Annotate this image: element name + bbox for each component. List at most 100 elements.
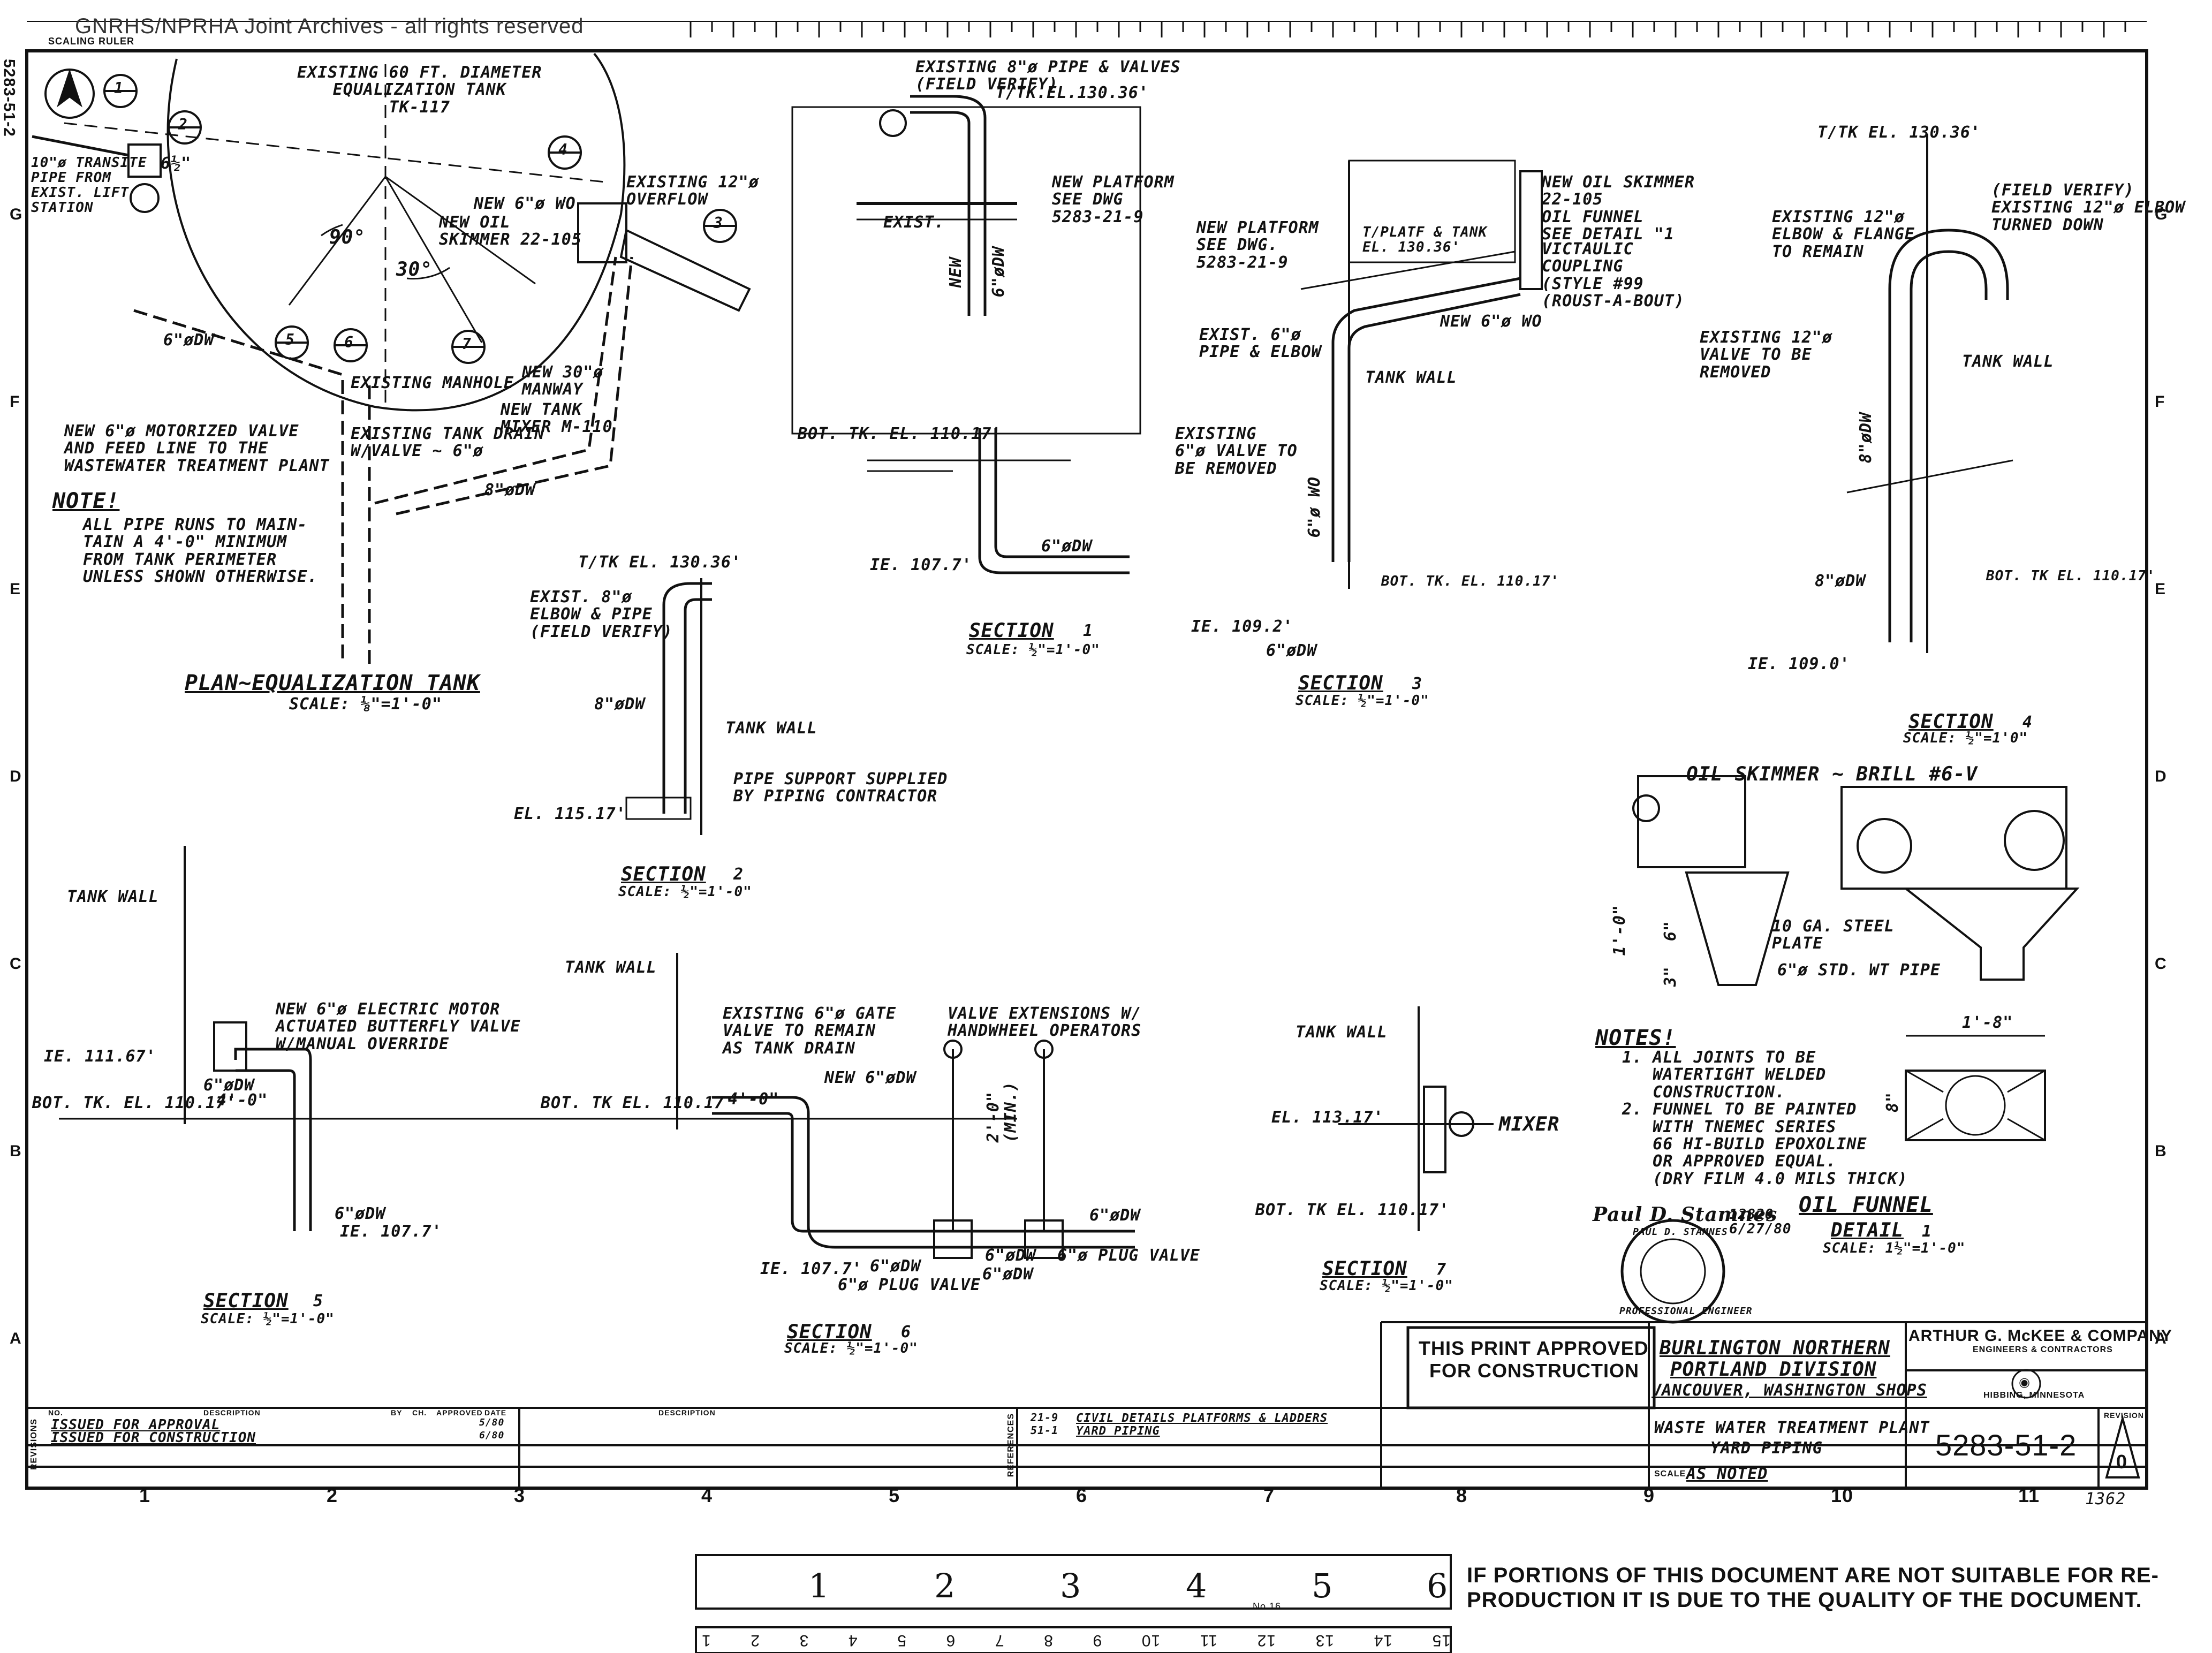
rev-header-date: DATE [484, 1408, 507, 1417]
s1-scale: SCALE: ½"=1'-0" [966, 642, 1100, 658]
grid-row-f-left: F [10, 393, 20, 411]
s1-new-platform: NEW PLATFORM SEE DWG 5283-21-9 [1052, 173, 1175, 226]
grid-col-4: 4 [701, 1484, 713, 1506]
s6-gate-valve: EXISTING 6"ø GATE VALVE TO REMAIN AS TAN… [723, 1004, 897, 1058]
skimmer-dim-3: 3" [1661, 966, 1680, 987]
skimmer-title: OIL SKIMMER ~ BRILL #6-V [1686, 763, 1978, 785]
s2-tank-wall: TANK WALL [725, 719, 817, 738]
plan-manway: NEW 30"ø MANWAY [522, 363, 604, 399]
grid-col-8: 8 [1456, 1484, 1468, 1506]
s1-exist: EXIST. [883, 213, 945, 232]
rev-header-desc-2: DESCRIPTION [658, 1408, 716, 1417]
s4-bot-tk: BOT. TK EL. 110.17' [1986, 568, 2156, 584]
cm-11: 11 [1199, 1632, 1217, 1649]
cm-13: 13 [1315, 1632, 1334, 1649]
s6-dw6-b: 6"øDW [985, 1246, 1036, 1265]
s5-num: 5 [313, 1292, 324, 1310]
cm-3: 3 [799, 1632, 809, 1649]
plan-dim-6-5: 6½" [161, 154, 192, 173]
cm-5: 5 [897, 1632, 906, 1649]
s6-scale: SCALE: ½"=1'-0" [784, 1340, 918, 1356]
ruler-num-1: 1 [808, 1566, 830, 1605]
client-line2: PORTLAND DIVISION [1670, 1359, 1877, 1381]
firm-name: ARTHUR G. McKEE & COMPANY [1908, 1327, 2172, 1345]
notes-body: 1. ALL JOINTS TO BE WATERTIGHT WELDED CO… [1622, 1048, 1908, 1188]
s1-pipe-valves: EXISTING 8"ø PIPE & VALVES (FIELD VERIFY… [915, 58, 1181, 94]
s7-bot-tk: BOT. TK EL. 110.17' [1255, 1201, 1450, 1219]
s6-dim-min: 2'-0" (MIN.) [984, 1081, 1020, 1143]
ref-1-dwg: 21-9 [1031, 1411, 1059, 1424]
s3-platf-tank: T/PLATF & TANK EL. 130.36' [1362, 224, 1488, 256]
plan-callout-1: 1 [114, 79, 124, 97]
grid-col-11: 11 [2018, 1484, 2040, 1506]
cm-6: 6 [945, 1632, 956, 1649]
s3-existing-valve: EXISTING 6"ø VALVE TO BE REMOVED [1175, 424, 1298, 478]
plan-new-wo: NEW 6"ø WO [474, 194, 576, 213]
grid-col-2: 2 [327, 1484, 338, 1506]
s1-new: NEW [946, 257, 965, 288]
grid-row-g-left: G [10, 206, 23, 223]
s3-exist-pipe: EXIST. 6"ø PIPE & ELBOW [1199, 325, 1322, 362]
s7-scale: SCALE: ½"=1'-0" [1320, 1278, 1453, 1294]
rev-header-desc: DESCRIPTION [203, 1408, 261, 1417]
cm-10: 10 [1141, 1632, 1161, 1649]
grid-row-c-right: C [2155, 955, 2167, 973]
cm-7: 7 [994, 1632, 1004, 1649]
rev-header-by: BY [391, 1408, 403, 1417]
s6-dw6-c: 6"øDW [982, 1265, 1034, 1284]
s4-existing-elbow: EXISTING 12"ø ELBOW & FLANGE TO REMAIN [1772, 208, 1915, 261]
plan-callout-7: 7 [462, 335, 472, 353]
revision-label: REVISION [2104, 1411, 2144, 1420]
s3-wo6: 6"ø WO [1305, 476, 1324, 538]
s6-new-dw: NEW 6"øDW [824, 1068, 916, 1087]
drawing-scale-label: SCALE [1654, 1469, 1686, 1478]
revisions-side-label: REVISIONS [29, 1419, 39, 1470]
grid-row-e-left: E [10, 580, 21, 598]
s2-elbow: EXIST. 8"ø ELBOW & PIPE (FIELD VERIFY) [530, 588, 673, 641]
s2-support: PIPE SUPPORT SUPPLIED BY PIPING CONTRACT… [733, 770, 948, 806]
s5-dw6-top: 6"øDW [203, 1076, 255, 1095]
cm-14: 14 [1373, 1632, 1392, 1649]
sheet-number: 1362 [2085, 1490, 2126, 1508]
s7-mixer: MIXER [1499, 1113, 1560, 1135]
plan-scale: SCALE: ⅛"=1'-0" [289, 695, 442, 714]
funnel-dim-1-8: 1'-8" [1962, 1013, 2013, 1032]
cm-2: 2 [750, 1632, 760, 1649]
grid-col-6: 6 [1076, 1484, 1088, 1506]
s4-dw8-vert: 8"øDW [1857, 412, 1875, 464]
funnel-scale: SCALE: 1½"=1'-0" [1823, 1240, 1966, 1256]
plan-callout-5: 5 [285, 331, 295, 348]
rev-row-2-date: 6/80 [479, 1430, 505, 1441]
references-side-label: REFERENCES [1006, 1413, 1016, 1477]
s1-tk-el: T/TK.EL.130.36' [996, 84, 1149, 102]
grid-row-c-left: C [10, 955, 22, 973]
grid-row-a-left: A [10, 1330, 22, 1347]
s3-scale: SCALE: ½"=1'-0" [1296, 693, 1429, 709]
ref-1-desc: CIVIL DETAILS PLATFORMS & LADDERS [1076, 1412, 1328, 1425]
s7-num: 7 [1436, 1260, 1447, 1279]
s1-num: 1 [1083, 621, 1094, 640]
revision-number: 0 [2116, 1451, 2128, 1473]
s5-ie: IE. 107.7' [340, 1222, 442, 1241]
s6-plug-valve-r: 6"ø PLUG VALVE [1057, 1246, 1200, 1265]
s6-title: SECTION [787, 1321, 872, 1343]
ref-2-dwg: 51-1 [1031, 1424, 1059, 1437]
s2-num: 2 [733, 865, 744, 884]
drawing-title1: WASTE WATER TREATMENT PLANT [1654, 1419, 1930, 1437]
funnel-title: OIL FUNNEL [1799, 1193, 1933, 1217]
plan-motorized-valve: NEW 6"ø MOTORIZED VALVE AND FEED LINE TO… [64, 422, 330, 475]
s2-tk-el: T/TK EL. 130.36' [578, 553, 741, 572]
plan-existing-manhole: EXISTING MANHOLE [351, 374, 514, 392]
grid-row-e-right: E [2155, 580, 2166, 598]
plan-tank-drain: EXISTING TANK DRAIN W/VALVE ~ 6"ø [351, 424, 545, 461]
plan-new-oil-skimmer: NEW OIL SKIMMER 22-105 [439, 213, 582, 249]
s4-tk-el: T/TK EL. 130.36' [1817, 123, 1981, 142]
cm-4: 4 [847, 1632, 858, 1649]
s4-tank-wall: TANK WALL [1962, 352, 2054, 371]
ruler-num-5: 5 [1312, 1566, 1334, 1605]
cm-scale: 15 14 13 12 11 10 9 8 7 6 5 4 3 2 1 [701, 1632, 1451, 1649]
s7-tank-wall: TANK WALL [1296, 1023, 1388, 1042]
s3-new-platform: NEW PLATFORM SEE DWG. 5283-21-9 [1196, 218, 1319, 272]
s2-title: SECTION [621, 863, 706, 885]
